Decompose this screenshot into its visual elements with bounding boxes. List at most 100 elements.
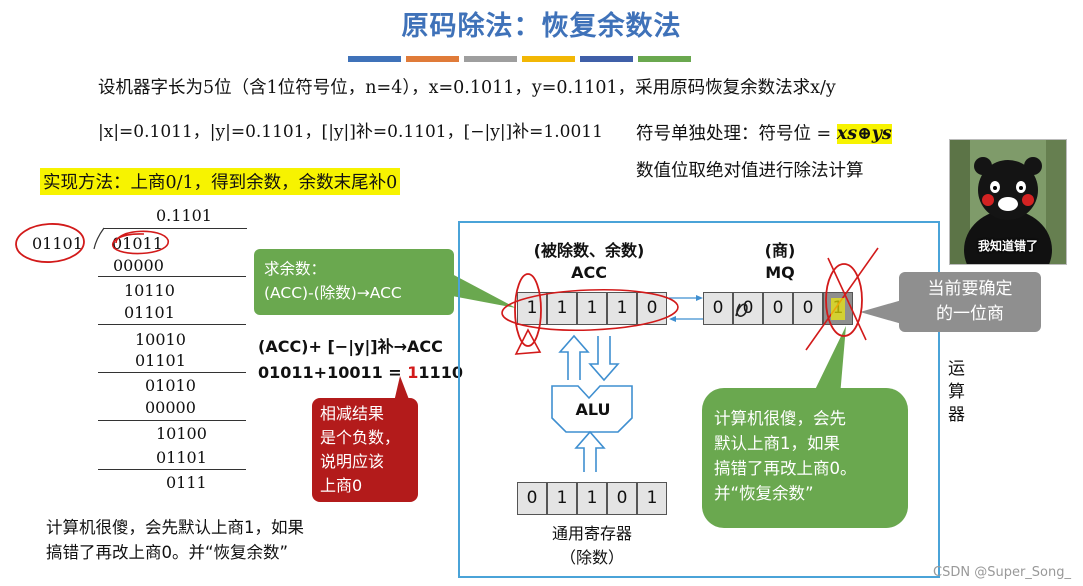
bottom-note-line: 搞错了再改上商0。并“恢复余数” (46, 543, 289, 562)
remainder-note: 求余数： (ACC)-(除数)→ACC (254, 249, 454, 315)
acc-formula-rest: 1110 (418, 363, 463, 382)
register-label: 通用寄存器 （除数） (517, 522, 667, 570)
division-step: 00000 (113, 256, 164, 275)
general-register: 0 1 1 0 1 (517, 482, 667, 515)
arithmetic-unit-panel (458, 221, 940, 578)
mq-label: (商) MQ (740, 240, 820, 284)
handdrawn-circle (15, 223, 85, 263)
callout-arrow (860, 300, 902, 324)
acc-formula: (ACC)+ [−|y|]补→ACC 01011+10011 = 11110 (258, 334, 463, 386)
bear-mascot-image (950, 140, 1066, 264)
alu-diagram (551, 334, 633, 472)
division-step: 00000 (145, 398, 196, 417)
page-title: 原码除法：恢复余数法 (401, 11, 682, 42)
stripe (522, 56, 575, 62)
acc-label-name: ACC (571, 263, 607, 282)
division-rule (98, 420, 246, 421)
default-quotient-line: 默认上商1，如果 (714, 434, 840, 453)
acc-formula-line: 01011+10011 = 11110 (258, 360, 463, 386)
callout-arrow (394, 376, 410, 402)
register-cell: 0 (607, 482, 637, 515)
title-color-stripes (348, 56, 691, 62)
handdrawn-circle (111, 230, 169, 255)
side-label-char: 运 (948, 359, 965, 379)
register-cell: 1 (547, 482, 577, 515)
callout-arrow (812, 326, 846, 396)
mq-cell: 0 (763, 292, 793, 325)
division-step: 10110 (124, 281, 175, 300)
absolute-values-line: |x|=0.1011，|y|=0.1101，[|y|]补=0.1101，[−|y… (98, 122, 603, 142)
remainder-note-line: 求余数： (264, 260, 327, 278)
dividend: 01011 (112, 234, 163, 253)
division-rule (98, 324, 246, 325)
default-quotient-note: 计算机很傻，会先 默认上商1，如果 搞错了再改上商0。 并“恢复余数” (702, 388, 908, 528)
negative-result-line: 是个负数， (320, 428, 401, 447)
register-cell: 0 (517, 482, 547, 515)
sign-handling-prefix: 符号单独处理：符号位 = (636, 124, 837, 144)
watermark: CSDN @Super_Song_ (933, 565, 1071, 580)
sign-formula: xs⊕ys (836, 124, 892, 144)
bottom-note: 计算机很傻，会先默认上商1，如果 搞错了再改上商0。并“恢复余数” (46, 515, 304, 565)
acc-cell: 1 (547, 292, 577, 325)
side-label-char: 算 (948, 382, 965, 402)
alu-label: ALU (575, 400, 611, 419)
stripe (406, 56, 459, 62)
divisor: 01101 (32, 234, 83, 253)
default-quotient-line: 并“恢复余数” (714, 484, 814, 503)
acc-formula-sign-bit: 1 (407, 363, 419, 382)
acc-label: (被除数、余数) ACC (514, 240, 664, 284)
callout-arrow (452, 274, 516, 308)
default-quotient-line: 计算机很傻，会先 (714, 409, 846, 428)
division-bracket (93, 227, 105, 250)
negative-result-line: 上商0 (320, 476, 363, 495)
negative-result-note: 相减结果 是个负数， 说明应该 上商0 (312, 398, 418, 502)
remainder-note-line: (ACC)-(除数)→ACC (264, 284, 402, 302)
register-cell: 1 (637, 482, 667, 515)
division-rule (98, 469, 246, 470)
register-cell: 1 (577, 482, 607, 515)
current-quotient-line: 当前要确定 (927, 279, 1013, 299)
division-step: 01010 (145, 376, 196, 395)
mq-register: 0 0 0 0 1 (703, 292, 853, 325)
mq-label-desc: (商) (764, 241, 796, 260)
division-step: 0111 (166, 473, 207, 492)
acc-formula-line: (ACC)+ [−|y|]补→ACC (258, 337, 443, 356)
negative-result-line: 说明应该 (320, 452, 385, 471)
photo-caption: 我知道错了 (977, 239, 1038, 253)
stripe (580, 56, 633, 62)
division-step: 01101 (124, 303, 175, 322)
bottom-note-line: 计算机很傻，会先默认上商1，如果 (46, 518, 304, 537)
division-step: 10100 (156, 424, 207, 443)
mq-cell: 0 (793, 292, 823, 325)
negative-result-line: 相减结果 (320, 404, 385, 423)
problem-statement: 设机器字长为5位（含1位符号位，n=4），x=0.1011，y=0.1101，采… (98, 78, 836, 98)
acc-label-desc: (被除数、余数) (533, 241, 645, 260)
stripe (348, 56, 401, 62)
side-label: 运 算 器 (948, 358, 965, 427)
stripe (464, 56, 517, 62)
quotient: 0.1101 (156, 206, 212, 225)
division-bar (104, 228, 247, 229)
current-quotient-line: 的一位商 (936, 304, 1004, 324)
shift-arrows (669, 295, 703, 322)
mq-cell: 0 (703, 292, 733, 325)
acc-cell: 1 (577, 292, 607, 325)
implementation-method: 实现方法：上商0/1，得到余数，余数末尾补0 (40, 168, 401, 195)
sign-handling-line: 符号单独处理：符号位 = xs⊕ys (636, 120, 892, 145)
stripe (638, 56, 691, 62)
division-rule (98, 276, 246, 277)
register-label-name: 通用寄存器 (551, 524, 632, 543)
default-quotient-line: 搞错了再改上商0。 (714, 459, 857, 478)
register-label-desc: （除数） (559, 548, 624, 567)
division-step: 01101 (135, 351, 186, 370)
acc-cell: 1 (607, 292, 637, 325)
acc-formula-prefix: 01011+10011 = (258, 363, 408, 382)
abs-value-line: 数值位取绝对值进行除法计算 (636, 161, 864, 181)
meme-photo: 我知道错了 (949, 139, 1067, 265)
division-step: 01101 (156, 448, 207, 467)
mq-highlight (831, 298, 845, 320)
side-label-char: 器 (948, 405, 965, 425)
division-rule (98, 372, 246, 373)
mq-label-name: MQ (765, 263, 795, 282)
